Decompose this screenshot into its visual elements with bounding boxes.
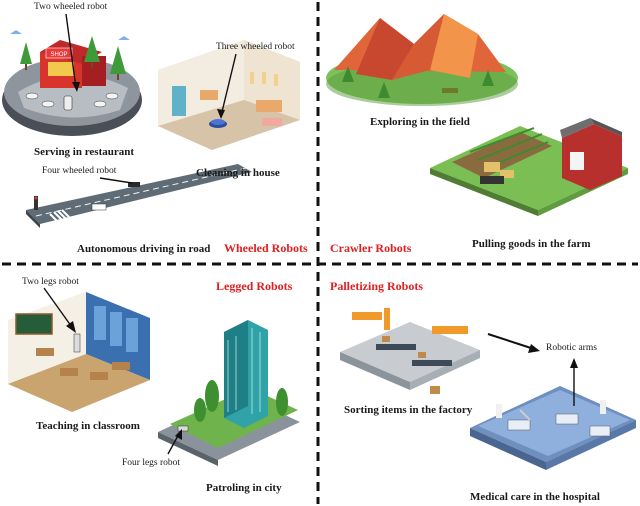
callout-two-legs: Two legs robot xyxy=(22,277,79,287)
two-legs-arrow xyxy=(43,287,75,331)
house-scene xyxy=(158,40,300,150)
hospital-scene xyxy=(470,386,636,470)
caption-cleaning: Cleaning in house xyxy=(196,167,280,179)
callout-three-wheeled: Three wheeled robot xyxy=(216,42,295,52)
robotic-arms-arrow xyxy=(487,333,535,350)
road-scene xyxy=(26,164,252,228)
caption-patroling: Patroling in city xyxy=(206,482,282,494)
category-palletizing: Palletizing Robots xyxy=(330,279,423,293)
caption-teaching: Teaching in classroom xyxy=(36,420,140,432)
caption-serving: Serving in restaurant xyxy=(34,146,135,158)
factory-scene xyxy=(340,308,480,394)
caption-driving: Autonomous driving in road xyxy=(77,243,211,255)
callout-robotic-arms: Robotic arms xyxy=(546,343,597,353)
farm-scene xyxy=(430,118,628,216)
classroom-scene xyxy=(8,292,150,412)
callout-four-legs: Four legs robot xyxy=(122,458,181,468)
callout-two-wheeled: Two wheeled robot xyxy=(34,2,108,12)
city-scene xyxy=(158,320,300,466)
category-crawler: Crawler Robots xyxy=(330,241,412,255)
category-legged: Legged Robots xyxy=(216,279,293,293)
four-wheeled-arrow xyxy=(99,177,133,184)
three-wheeled-arrow xyxy=(220,53,237,117)
two-wheeled-arrow xyxy=(65,13,77,89)
restaurant-scene: SHOP xyxy=(2,30,142,136)
caption-sorting: Sorting items in the factory xyxy=(344,404,473,416)
shop-sign-text: SHOP xyxy=(50,52,67,58)
mountain-scene xyxy=(326,14,518,106)
caption-pulling: Pulling goods in the farm xyxy=(472,238,591,250)
caption-exploring: Exploring in the field xyxy=(370,116,470,128)
caption-medical: Medical care in the hospital xyxy=(470,491,600,503)
callout-four-wheeled: Four wheeled robot xyxy=(42,166,117,176)
category-wheeled: Wheeled Robots xyxy=(224,241,308,255)
